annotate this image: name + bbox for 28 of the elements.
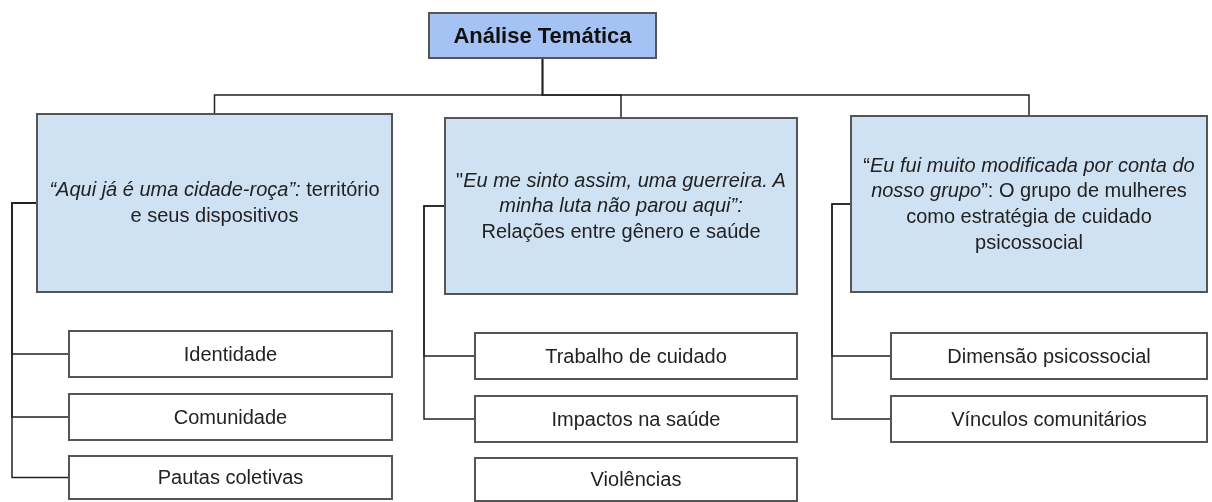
node-label: “Aqui já é uma cidade-roça”: território e seus dispositivos [48, 177, 381, 228]
subtheme-box [474, 332, 798, 380]
connector-line [423, 205, 475, 420]
subtheme-box [68, 330, 393, 378]
subtheme-box [474, 395, 798, 443]
subtheme-box [890, 332, 1208, 380]
node-label: "Eu me sinto assim, uma guerreira. A minha luta não parou aqui”: Relações entre gênero e saúde [456, 167, 786, 244]
node-label: Identidade [183, 342, 278, 366]
connector-line [541, 58, 1030, 116]
node-label: Vínculos comunitários [951, 407, 1147, 431]
node-label: “Eu fui muito modificada por conta do nosso grupo”: O grupo de mulheres como estratégia de cuidado psicossocial [862, 152, 1196, 255]
connector-line [11, 202, 69, 479]
subtheme-box [68, 455, 393, 500]
node-label: Pautas coletivas [157, 466, 304, 489]
subtheme-box [890, 395, 1208, 443]
node-label: Dimensão psicossocial [947, 344, 1151, 368]
connector-line [831, 203, 891, 420]
theme-box [36, 113, 393, 293]
subtheme-box [474, 457, 798, 502]
node-label: Violências [590, 468, 682, 491]
theme-box [850, 115, 1208, 293]
subtheme-box [68, 393, 393, 441]
title-text: Análise Temática [453, 22, 632, 49]
theme-box [444, 117, 798, 295]
node-label: Trabalho de cuidado [545, 344, 727, 368]
node-label: Comunidade [173, 405, 288, 429]
node-label: Impactos na saúde [551, 407, 721, 431]
title-box [428, 12, 657, 59]
